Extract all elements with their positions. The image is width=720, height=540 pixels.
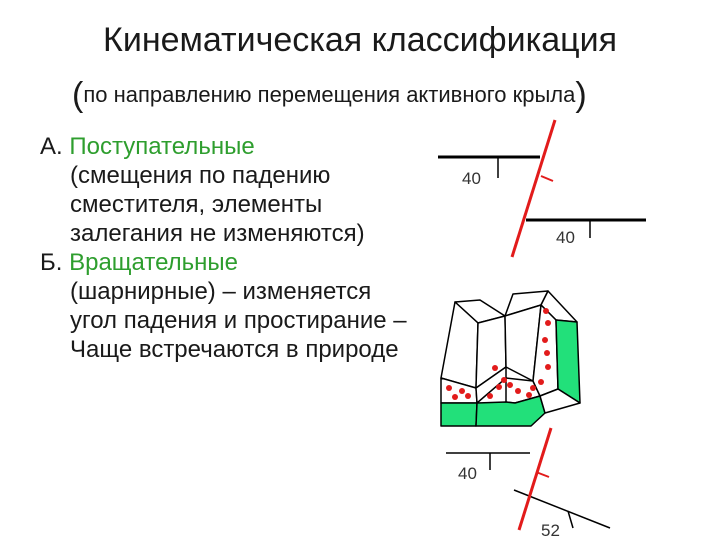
classification-text: А. Поступательные (смещения по падению с… bbox=[40, 132, 410, 364]
lower-dip-label: 40 bbox=[556, 228, 575, 247]
page-subtitle: (по направлению перемещения активного кр… bbox=[72, 76, 587, 114]
rotational-fault-plane-line bbox=[517, 427, 553, 531]
red-marker-dots bbox=[446, 308, 551, 400]
bottom-right-dip-label: 52 bbox=[541, 521, 560, 540]
bottom-left-dip-label: 40 bbox=[458, 464, 477, 483]
section-b: Б. Вращательные bbox=[40, 248, 410, 277]
left-block-green-layer bbox=[440, 402, 478, 427]
section-a-heading: Поступательные bbox=[69, 133, 255, 160]
section-a-letter: А. bbox=[40, 133, 63, 160]
section-b-letter: Б. bbox=[40, 249, 63, 276]
subtitle-text: по направлению перемещения активного кры… bbox=[83, 82, 576, 107]
section-b-heading: Вращательные bbox=[69, 249, 238, 276]
section-a: А. Поступательные bbox=[40, 132, 410, 161]
right-dip-tick bbox=[567, 510, 574, 529]
translational-fault-symbol: 40 40 bbox=[438, 119, 646, 258]
page-title: Кинематическая классификация bbox=[103, 21, 617, 59]
rotational-fault-dip-tick bbox=[535, 471, 550, 478]
upper-dip-label: 40 bbox=[462, 169, 481, 188]
section-a-description: (смещения по падению сместителя, элемент… bbox=[70, 162, 365, 247]
rotational-fault-block-diagram bbox=[440, 290, 581, 427]
section-b-description: (шарнирные) – изменяется угол падения и … bbox=[70, 278, 407, 363]
fault-plane-line bbox=[510, 119, 557, 258]
rotational-fault-symbol: 40 52 bbox=[446, 427, 611, 540]
fault-dip-tick bbox=[540, 175, 554, 182]
